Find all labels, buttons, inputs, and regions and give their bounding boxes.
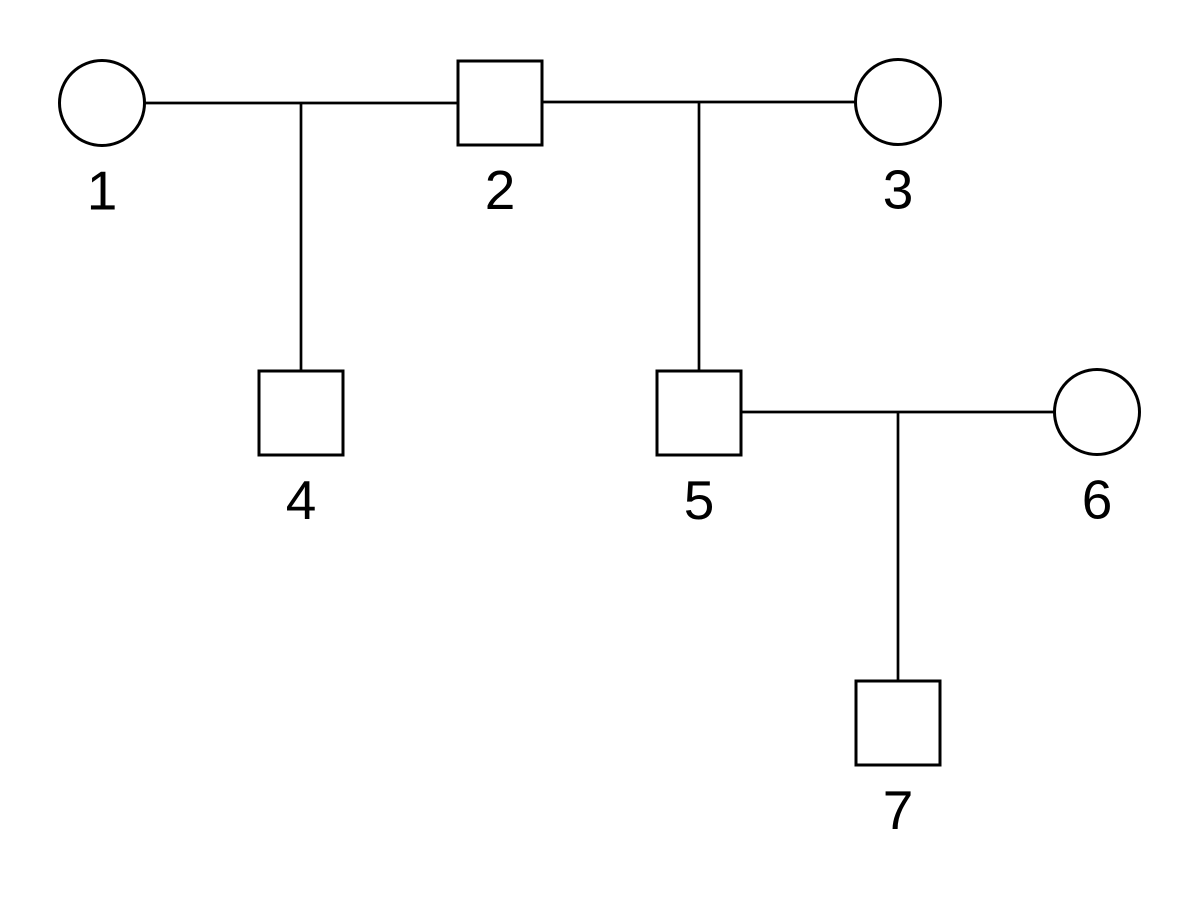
person-2-label: 2 xyxy=(485,159,516,221)
person-3-label: 3 xyxy=(883,159,914,221)
person-1-female-circle-symbol xyxy=(58,59,146,147)
person-4-label: 4 xyxy=(286,469,317,531)
person-7-label: 7 xyxy=(883,779,914,841)
person-7-male-square-symbol xyxy=(854,679,942,767)
person-5-male-square-symbol xyxy=(655,369,743,457)
person-1-label: 1 xyxy=(87,160,118,222)
person-4-male-square-symbol xyxy=(257,369,345,457)
person-6-female-circle-symbol xyxy=(1053,368,1141,456)
person-2-male-square-symbol xyxy=(456,59,544,147)
person-6-label: 6 xyxy=(1082,469,1113,531)
person-3-female-circle-symbol xyxy=(854,58,942,146)
person-5-label: 5 xyxy=(684,469,715,531)
